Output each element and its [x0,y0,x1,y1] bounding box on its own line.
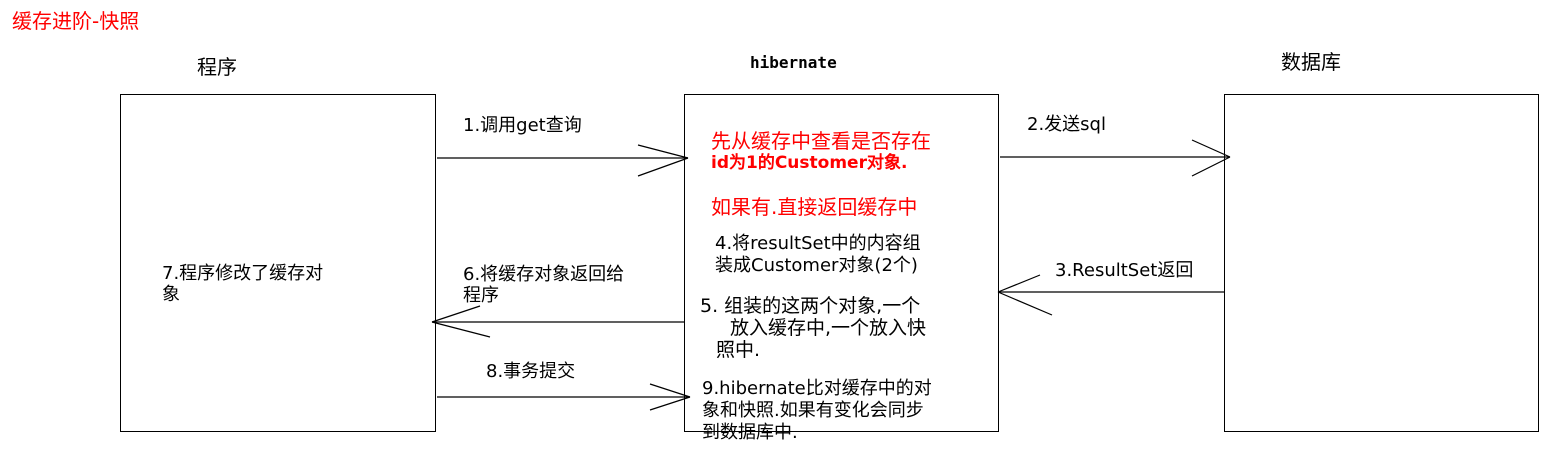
arrow-step6 [431,305,684,338]
arrow-step3 [997,274,1225,316]
hibernate-step9-note: 9.hibernate比对缓存中的对 象和快照.如果有变化会同步 到数据库中. [702,378,932,443]
arrow-step8 [437,383,691,411]
diagram-title: 缓存进阶-快照 [12,9,140,33]
hibernate-step4-note: 4.将resultSet中的内容组 装成Customer对象(2个) [715,233,921,276]
hibernate-step5-note: 5. 组装的这两个对象,一个 放入缓存中,一个放入快 照中. [700,295,927,361]
program-note: 7.程序修改了缓存对 象 [162,263,324,305]
database-label: 数据库 [1281,50,1341,74]
arrow-step1-label: 1.调用get查询 [463,115,582,136]
arrow-step2-label: 2.发送sql [1027,114,1106,135]
arrow-step2 [1000,139,1231,177]
hibernate-label: hibernate [750,53,837,72]
arrow-step3-label: 3.ResultSet返回 [1055,260,1194,281]
program-label: 程序 [197,55,237,79]
program-box [120,94,436,432]
arrow-step6-label: 6.将缓存对象返回给 程序 [463,264,625,306]
hibernate-if-found-note: 如果有.直接返回缓存中 [711,195,918,219]
arrow-step8-label: 8.事务提交 [486,361,576,382]
hibernate-check-cache-note: 先从缓存中查看是否存在 id为1的Customer对象. [711,129,931,173]
arrow-step1 [437,144,689,177]
hibernate-box [684,94,999,432]
database-box [1224,94,1539,432]
